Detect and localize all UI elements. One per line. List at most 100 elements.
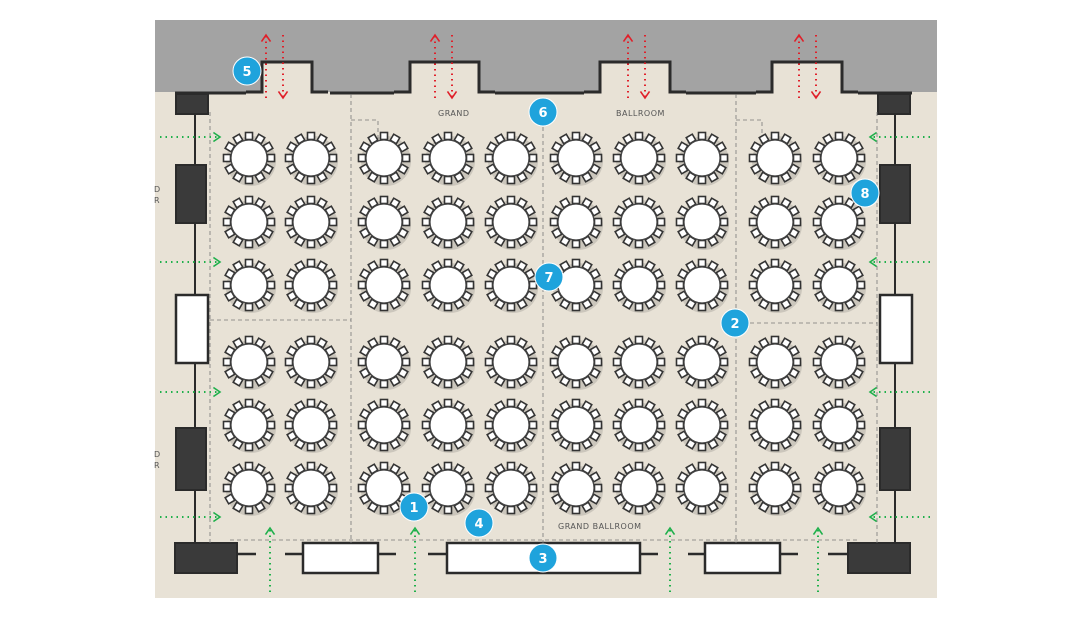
- table-top: [365, 343, 403, 381]
- chair: [443, 461, 453, 471]
- chair: [222, 280, 232, 290]
- chair: [612, 217, 622, 227]
- entry-arrow-left-head: [868, 256, 878, 268]
- chair: [549, 483, 559, 493]
- table-top: [557, 266, 595, 304]
- chair: [401, 217, 411, 227]
- chair: [506, 258, 516, 268]
- chair: [812, 217, 822, 227]
- chair: [593, 357, 603, 367]
- wall-block: [175, 93, 209, 115]
- chair: [634, 505, 644, 515]
- round-table: [357, 398, 411, 453]
- chair: [443, 335, 453, 345]
- chair: [421, 483, 431, 493]
- round-table: [484, 131, 538, 186]
- round-table: [549, 195, 603, 250]
- chair: [244, 239, 254, 249]
- entry-arrow-left-head: [868, 131, 878, 143]
- alcove-wall: [246, 60, 328, 94]
- chair: [465, 153, 475, 163]
- chair: [748, 483, 758, 493]
- chair: [656, 280, 666, 290]
- chair: [506, 302, 516, 312]
- chair: [697, 258, 707, 268]
- chair: [484, 153, 494, 163]
- wall-block: [175, 164, 207, 224]
- chair: [571, 175, 581, 185]
- chair: [421, 280, 431, 290]
- chair: [401, 483, 411, 493]
- round-table: [284, 461, 338, 516]
- chair: [612, 483, 622, 493]
- chair: [634, 239, 644, 249]
- chair: [748, 153, 758, 163]
- chair: [656, 357, 666, 367]
- round-table: [612, 335, 666, 390]
- alcove: [600, 62, 670, 94]
- chair: [266, 280, 276, 290]
- round-table: [675, 258, 729, 313]
- round-table: [421, 398, 475, 453]
- chair: [697, 302, 707, 312]
- chair: [379, 398, 389, 408]
- walls: [174, 91, 914, 575]
- table-top: [230, 139, 268, 177]
- table-top: [756, 343, 794, 381]
- chair: [244, 195, 254, 205]
- round-table: [748, 335, 802, 390]
- alcove-wall: [394, 60, 495, 94]
- chair: [748, 357, 758, 367]
- chair: [244, 175, 254, 185]
- chair: [770, 505, 780, 515]
- chair: [266, 217, 276, 227]
- chair: [634, 379, 644, 389]
- round-table: [549, 461, 603, 516]
- chair: [634, 398, 644, 408]
- chair: [770, 442, 780, 452]
- table-top: [756, 469, 794, 507]
- chair: [812, 357, 822, 367]
- chair: [770, 461, 780, 471]
- chair: [593, 153, 603, 163]
- chair: [549, 153, 559, 163]
- round-table: [484, 195, 538, 250]
- round-table: [357, 461, 411, 516]
- chair: [697, 505, 707, 515]
- marker-number: 4: [474, 517, 483, 532]
- chair: [443, 175, 453, 185]
- table-top: [365, 139, 403, 177]
- chair: [856, 280, 866, 290]
- chair: [770, 175, 780, 185]
- round-table: [812, 131, 866, 186]
- chair: [656, 217, 666, 227]
- marker-number: 6: [538, 106, 547, 121]
- chair: [770, 335, 780, 345]
- chair: [484, 420, 494, 430]
- table-top: [557, 139, 595, 177]
- chair: [484, 357, 494, 367]
- chair: [528, 217, 538, 227]
- table-top: [292, 203, 330, 241]
- table-top: [620, 139, 658, 177]
- table-top: [620, 406, 658, 444]
- chair: [612, 280, 622, 290]
- chair: [856, 153, 866, 163]
- chair: [266, 153, 276, 163]
- partition-lines: [209, 94, 878, 543]
- chair: [834, 461, 844, 471]
- chair: [675, 483, 685, 493]
- round-table: [357, 131, 411, 186]
- chair: [528, 357, 538, 367]
- chair: [634, 175, 644, 185]
- round-table: [812, 335, 866, 390]
- table-top: [820, 343, 858, 381]
- table-top: [365, 266, 403, 304]
- chair: [244, 398, 254, 408]
- table-top: [683, 343, 721, 381]
- chair: [528, 153, 538, 163]
- chair: [379, 258, 389, 268]
- exit-arrow-up-head: [622, 33, 634, 43]
- marker-circle: [528, 543, 558, 573]
